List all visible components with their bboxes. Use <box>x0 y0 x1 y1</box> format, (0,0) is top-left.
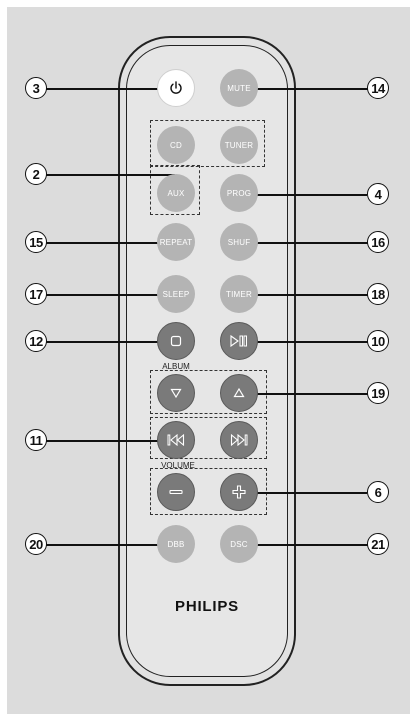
volume-group-label: VOLUME <box>138 461 218 470</box>
callout-4: 4 <box>367 183 389 205</box>
callout-12: 12 <box>25 330 47 352</box>
callout-6: 6 <box>367 481 389 503</box>
triangle-down-icon <box>170 387 182 399</box>
callout-10: 10 <box>367 330 389 352</box>
philips-logo: PHILIPS <box>157 598 257 615</box>
album-down-button[interactable] <box>157 374 195 412</box>
aux-button[interactable]: AUX <box>157 174 195 212</box>
callout-17: 17 <box>25 283 47 305</box>
leader-line-16 <box>240 242 368 244</box>
leader-line-11 <box>46 440 175 442</box>
power-button[interactable] <box>157 69 195 107</box>
minus-icon <box>169 485 183 499</box>
callout-16: 16 <box>367 231 389 253</box>
leader-line-4 <box>245 194 367 196</box>
cd-button[interactable]: CD <box>157 126 195 164</box>
skip-next-icon <box>230 434 248 446</box>
mute-button[interactable]: MUTE <box>220 69 258 107</box>
sleep-button[interactable]: SLEEP <box>157 275 195 313</box>
leader-line-21 <box>240 544 368 546</box>
previous-track-button[interactable] <box>157 421 195 459</box>
skip-previous-icon <box>167 434 185 446</box>
dbb-button[interactable]: DBB <box>157 525 195 563</box>
callout-20: 20 <box>25 533 47 555</box>
callout-2: 2 <box>25 163 47 185</box>
callout-18: 18 <box>367 283 389 305</box>
leader-line-6 <box>240 492 367 494</box>
volume-up-button[interactable] <box>220 473 258 511</box>
leader-line-10 <box>240 341 368 343</box>
album-up-button[interactable] <box>220 374 258 412</box>
shuffle-button[interactable]: SHUF <box>220 223 258 261</box>
play-pause-icon <box>230 335 248 347</box>
power-icon <box>168 80 184 96</box>
plus-icon <box>232 485 246 499</box>
dsc-button[interactable]: DSC <box>220 525 258 563</box>
tuner-button[interactable]: TUNER <box>220 126 258 164</box>
callout-11: 11 <box>25 429 47 451</box>
leader-line-18 <box>240 294 368 296</box>
leader-line-14 <box>240 88 368 90</box>
volume-down-button[interactable] <box>157 473 195 511</box>
callout-21: 21 <box>367 533 389 555</box>
next-track-button[interactable] <box>220 421 258 459</box>
album-group-label: ALBUM <box>136 362 216 371</box>
callout-3: 3 <box>25 77 47 99</box>
leader-line-19 <box>240 393 368 395</box>
callout-19: 19 <box>367 382 389 404</box>
triangle-up-icon <box>233 387 245 399</box>
play-pause-button[interactable] <box>220 322 258 360</box>
timer-button[interactable]: TIMER <box>220 275 258 313</box>
repeat-button[interactable]: REPEAT <box>157 223 195 261</box>
stop-button[interactable] <box>157 322 195 360</box>
leader-line-2 <box>46 174 175 176</box>
prog-button[interactable]: PROG <box>220 174 258 212</box>
callout-14: 14 <box>367 77 389 99</box>
callout-15: 15 <box>25 231 47 253</box>
stop-icon <box>170 335 182 347</box>
